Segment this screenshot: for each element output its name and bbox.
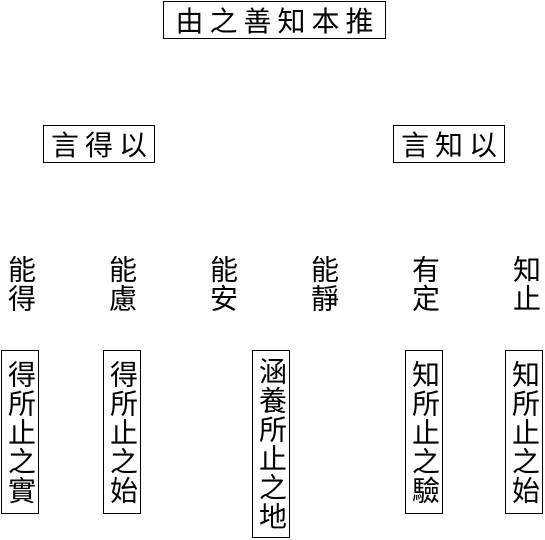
right-header-box: 言知以 bbox=[393, 125, 505, 163]
column-label-neng-lu: 能慮 bbox=[105, 255, 138, 313]
title-box: 由之善知本推 bbox=[163, 1, 386, 39]
column-label-neng-de: 能得 bbox=[4, 255, 37, 313]
box-text: 知所止之始 bbox=[508, 359, 541, 505]
left-header-text: 言得以 bbox=[50, 129, 153, 162]
box-text: 涵養所止之地 bbox=[255, 357, 288, 531]
box-han-yang-suo-zhi-zhi-di: 涵養所止之地 bbox=[252, 350, 290, 538]
title-text: 由之善知本推 bbox=[175, 5, 380, 38]
left-header-box: 言得以 bbox=[43, 125, 155, 163]
box-zhi-suo-zhi-zhi-yan: 知所止之驗 bbox=[405, 350, 443, 514]
column-label-neng-an: 能安 bbox=[206, 255, 239, 313]
box-text: 得所止之始 bbox=[106, 359, 139, 505]
box-de-suo-zhi-zhi-shi-start: 得所止之始 bbox=[103, 350, 141, 514]
column-label-neng-jing: 能靜 bbox=[307, 255, 340, 313]
box-de-suo-zhi-zhi-shi: 得所止之實 bbox=[1, 350, 39, 514]
column-label-you-ding: 有定 bbox=[408, 255, 441, 313]
column-label-zhi-zhi: 知止 bbox=[509, 255, 542, 313]
box-text: 得所止之實 bbox=[4, 359, 37, 505]
box-zhi-suo-zhi-zhi-shi: 知所止之始 bbox=[505, 350, 543, 514]
box-text: 知所止之驗 bbox=[408, 359, 441, 505]
right-header-text: 言知以 bbox=[400, 129, 503, 162]
